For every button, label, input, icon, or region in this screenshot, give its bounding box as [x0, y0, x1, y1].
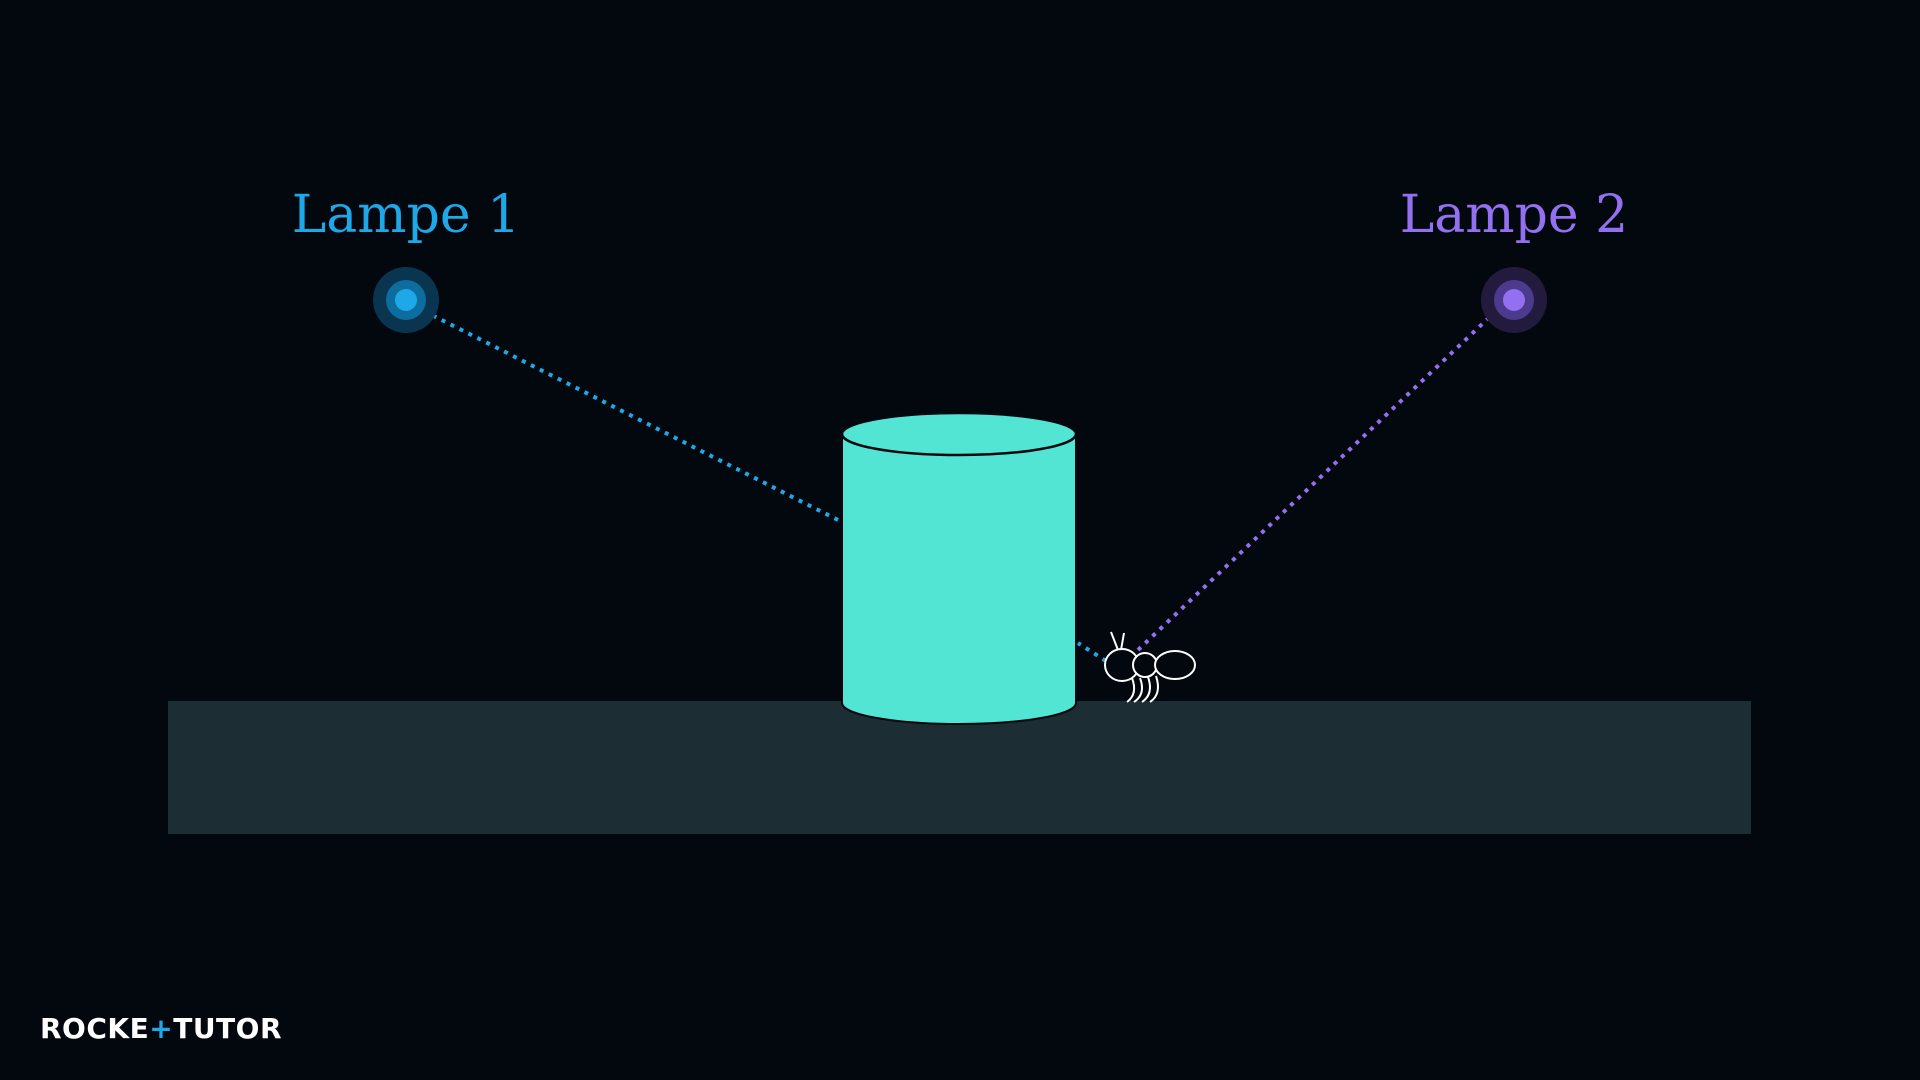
logo-text-part-2: TUTO — [173, 1012, 260, 1045]
ant-icon — [1104, 631, 1196, 703]
lamp-2-label: Lampe 2 — [1400, 185, 1629, 245]
svg-text:ROCKE+TUTOR: ROCKE+TUTOR — [40, 1012, 282, 1045]
lamp-2-bulb — [1503, 289, 1525, 311]
logo-text-part-3: R — [260, 1012, 282, 1045]
cylinder — [840, 411, 1078, 725]
rocket-tutor-logo: ROCKE+TUTOR — [40, 1012, 282, 1045]
lamp-1-bulb — [395, 289, 417, 311]
light-ray-lamp-2 — [1136, 302, 1506, 652]
light-ray-lamp-1-segment — [1076, 641, 1108, 663]
light-ray-lamp-1 — [409, 303, 839, 522]
cylinder-top — [840, 411, 1078, 457]
logo-plus: + — [149, 1012, 173, 1045]
logo-text-part-1: ROCKE — [40, 1012, 149, 1045]
lamp-2 — [1481, 267, 1547, 333]
lamp-1-label: Lampe 1 — [292, 185, 521, 245]
lamp-1 — [373, 267, 439, 333]
